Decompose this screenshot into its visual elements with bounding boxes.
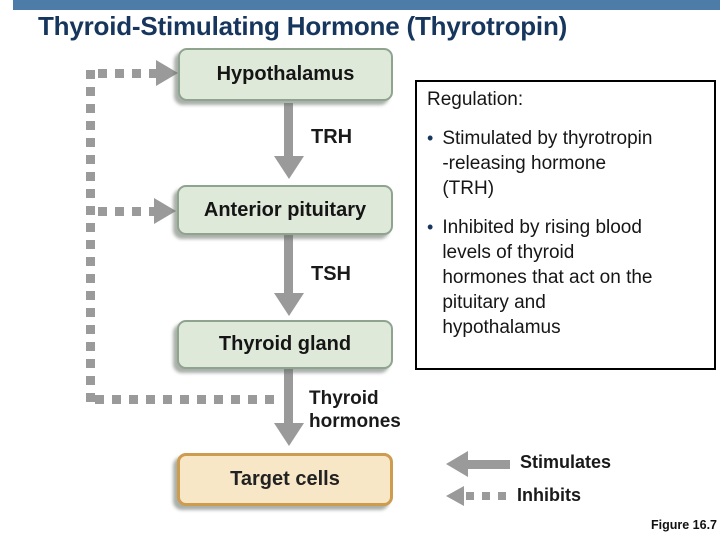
legend-stimulates-label: Stimulates: [520, 452, 612, 472]
legend-inhibits-arrow-dashes: [466, 492, 512, 500]
regulation-bullet-stimulated-text: Stimulated by thyrotropin -releasing hor…: [442, 128, 653, 199]
regulation-bullet-stimulated: • Stimulated by thyrotropin -releasing h…: [427, 126, 708, 201]
node-target-cells-label: Target cells: [230, 468, 340, 490]
bullet-dot-icon: •: [427, 128, 434, 148]
regulation-bullet-inhibited: • Inhibited by rising blood levels of th…: [427, 215, 708, 340]
label-trh: TRH: [311, 126, 353, 148]
slide-title: Thyroid-Stimulating Hormone (Thyrotropin…: [38, 11, 568, 41]
feedback-line-vertical: [86, 70, 95, 404]
legend-inhibits-arrow-icon: [446, 486, 464, 506]
feedback-arrowhead-pituitary-icon: [154, 198, 176, 224]
legend-stimulates-arrow-icon: [446, 451, 468, 477]
node-hypothalamus: Hypothalamus: [178, 48, 393, 101]
legend-inhibits-label: Inhibits: [517, 485, 581, 505]
legend-stimulates-arrow-shaft: [468, 460, 510, 469]
feedback-line-to-hypothalamus: [98, 69, 156, 78]
feedback-arrowhead-hypothalamus-icon: [156, 60, 178, 86]
arrow-thyroid-hormones-shaft: [284, 369, 293, 425]
top-accent-bar: [13, 0, 720, 10]
arrow-trh-shaft: [284, 103, 293, 158]
label-thyroid-hormones: Thyroid hormones: [309, 388, 401, 432]
feedback-line-to-pituitary: [98, 207, 154, 216]
node-anterior-pituitary-label: Anterior pituitary: [203, 198, 367, 221]
node-target-cells: Target cells: [177, 453, 393, 506]
label-tsh: TSH: [311, 263, 351, 285]
regulation-bullet-inhibited-text: Inhibited by rising blood levels of thyr…: [442, 217, 653, 338]
regulation-panel: Regulation: • Stimulated by thyrotropin …: [415, 80, 716, 370]
node-anterior-pituitary: Anterior pituitary: [177, 185, 393, 235]
arrow-trh-head-icon: [274, 156, 304, 179]
arrow-thyroid-hormones-head-icon: [274, 423, 304, 446]
regulation-heading: Regulation:: [427, 89, 524, 110]
node-thyroid-gland: Thyroid gland: [177, 320, 393, 369]
arrow-tsh-head-icon: [274, 293, 304, 316]
figure-caption: Figure 16.7: [651, 518, 717, 532]
feedback-line-horizontal-bottom: [95, 395, 278, 404]
bullet-dot-icon: •: [427, 217, 434, 237]
node-hypothalamus-label: Hypothalamus: [216, 63, 355, 85]
node-thyroid-gland-label: Thyroid gland: [218, 333, 352, 355]
arrow-tsh-shaft: [284, 235, 293, 295]
